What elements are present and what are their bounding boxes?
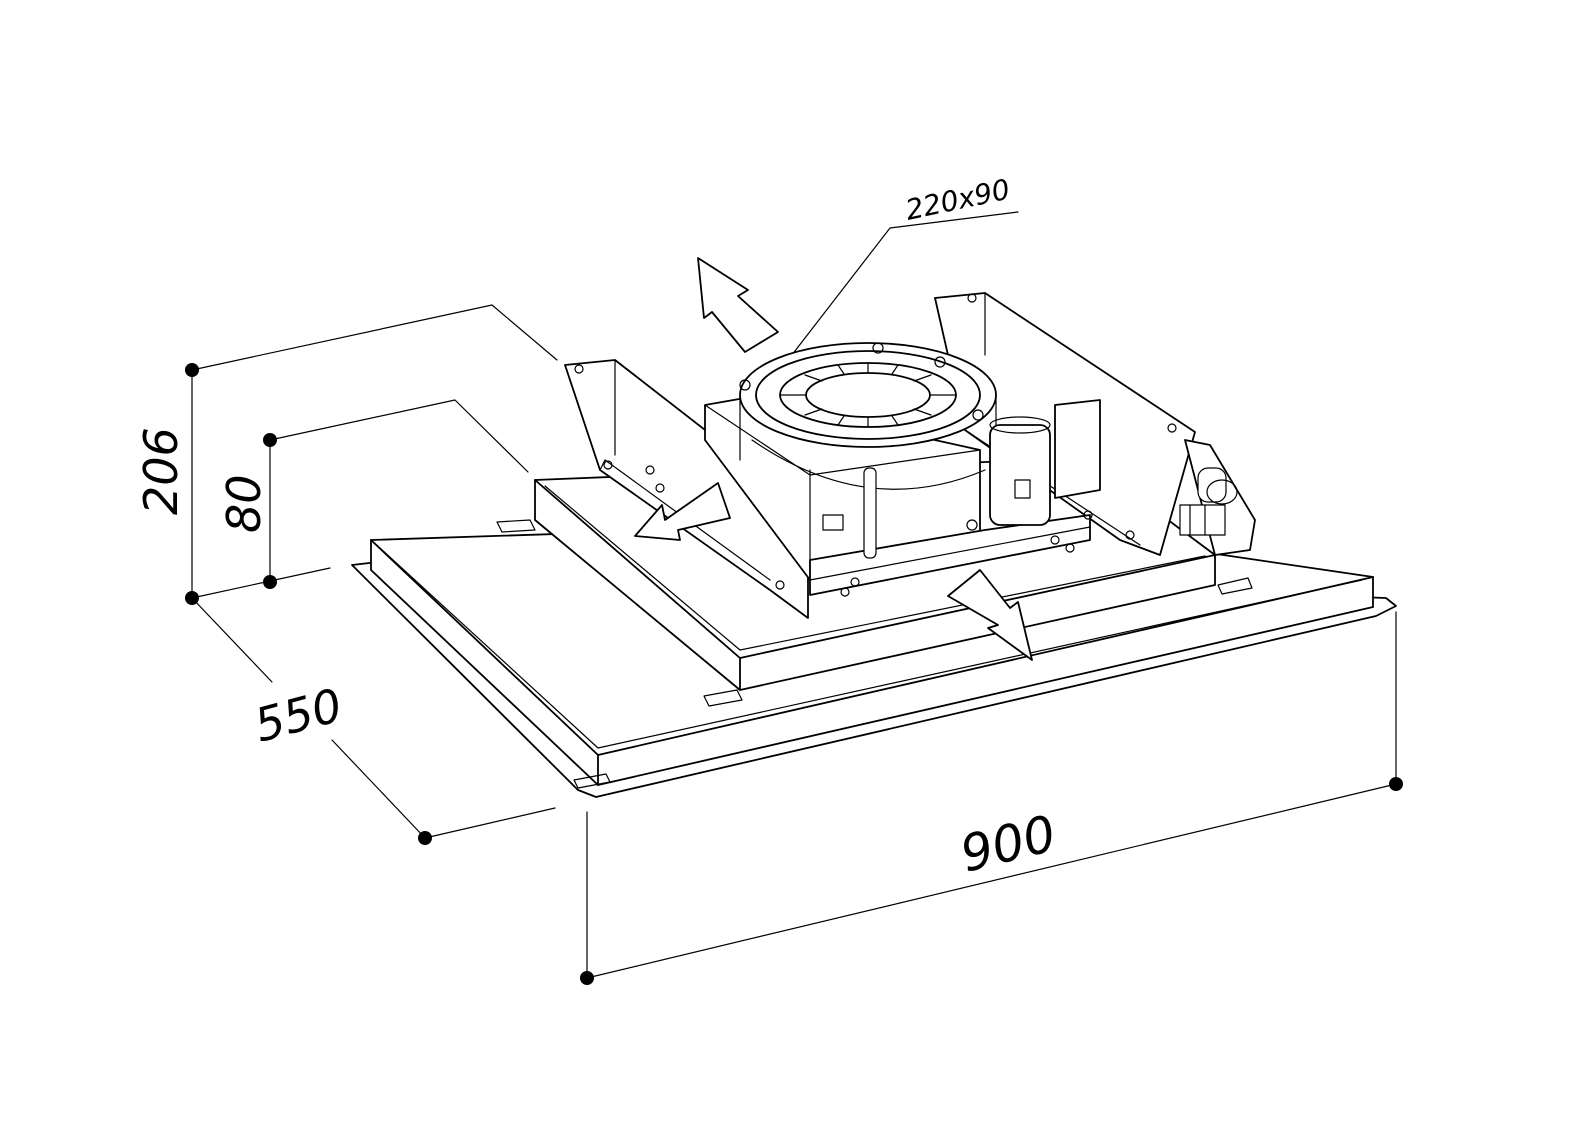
- dimension-dots: [185, 363, 1403, 985]
- dim-900-label: 900: [955, 804, 1062, 883]
- dot-80-bottom: [263, 575, 277, 589]
- dot-900-left: [580, 971, 594, 985]
- dim-80-label: 80: [217, 474, 271, 533]
- dim-206-label: 206: [134, 427, 188, 515]
- arrow-down-intake: [947, 569, 1033, 661]
- dot-900-right: [1389, 777, 1403, 791]
- airflow-arrows: [634, 257, 1033, 661]
- motor-assembly: [564, 292, 1256, 619]
- dot-80-top: [263, 433, 277, 447]
- dim-duct-label: 220x90: [903, 173, 1013, 227]
- dot-550-end: [418, 831, 432, 845]
- arrow-up-exhaust: [697, 257, 779, 353]
- dot-206-bottom: [185, 591, 199, 605]
- dot-206-top: [185, 363, 199, 377]
- dimension-lines: [191, 211, 1397, 979]
- arrow-left-intake: [634, 482, 731, 541]
